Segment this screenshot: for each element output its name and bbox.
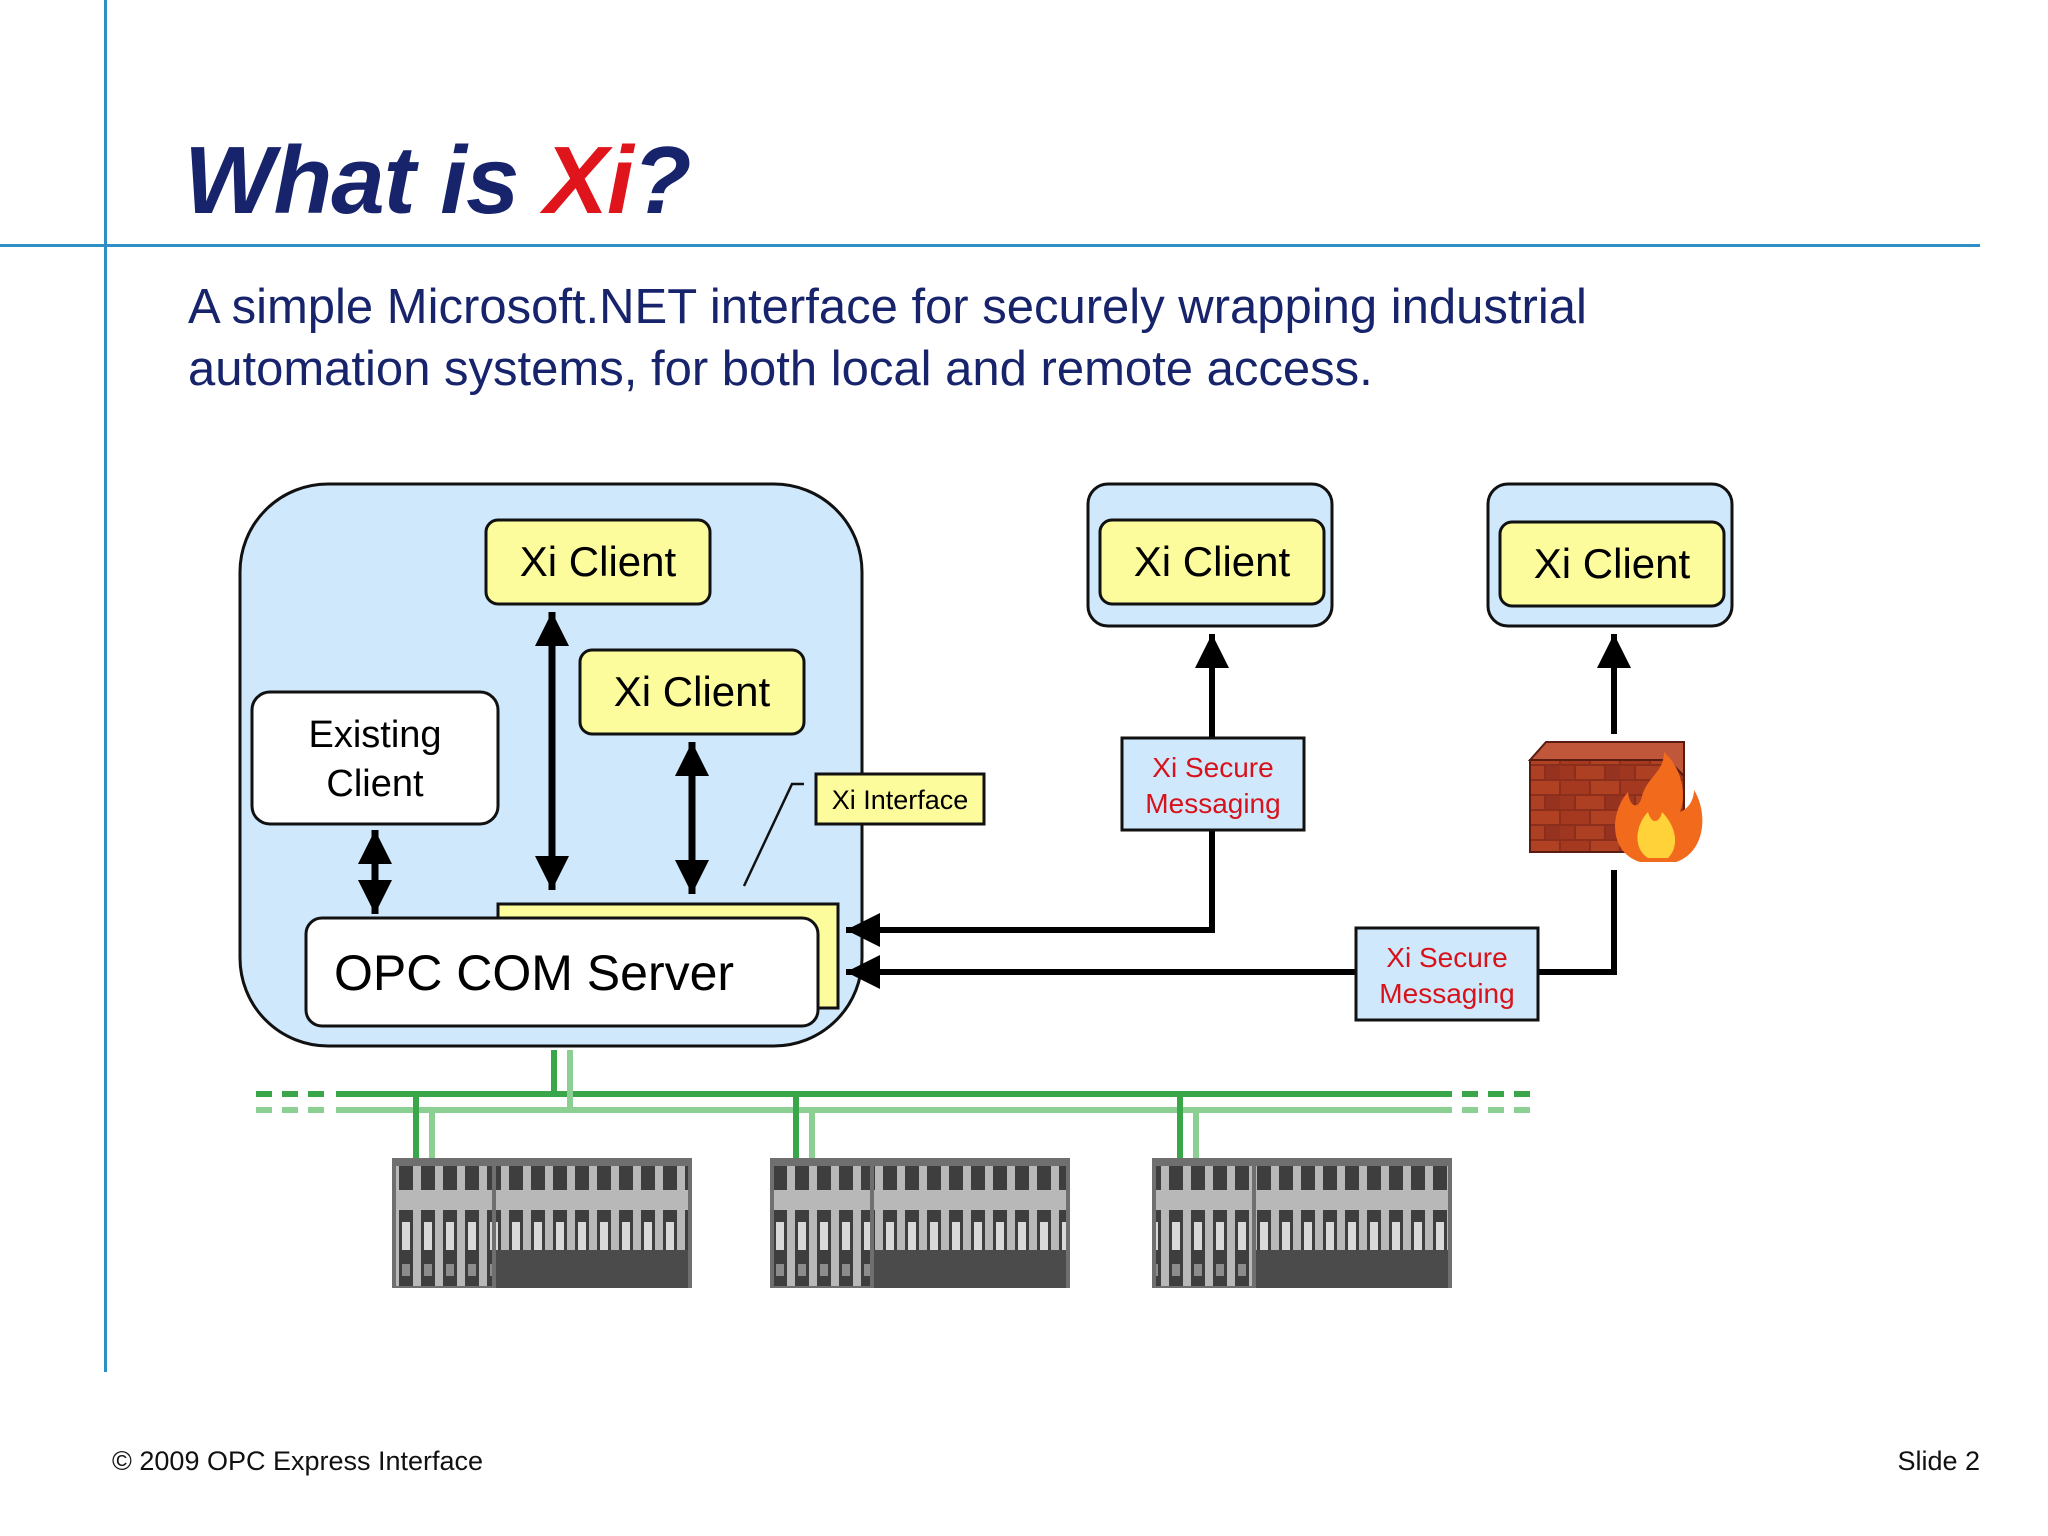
secure-messaging-line-2: Messaging <box>1379 978 1514 1009</box>
controller-rack-icon <box>392 1158 692 1288</box>
xi-client-local-1: Xi Client <box>484 518 712 606</box>
existing-client-box: Existing Client <box>250 690 500 826</box>
footer-copyright: © 2009 OPC Express Interface <box>112 1446 484 1476</box>
controller-rack-icon <box>770 1158 1070 1288</box>
xi-client-local-2: Xi Client <box>578 648 806 736</box>
xi-client-label: Xi Client <box>1134 538 1291 585</box>
subtitle-line-1: A simple Microsoft.NET interface for sec… <box>188 280 1587 334</box>
title-suffix: ? <box>632 127 692 234</box>
vertical-rule <box>104 0 107 1372</box>
secure-messaging-line-2: Messaging <box>1145 788 1280 819</box>
xi-client-label: Xi Client <box>614 668 771 715</box>
arrow-remote1-to-server <box>846 826 1215 947</box>
subtitle-line-2: automation systems, for both local and r… <box>188 342 1373 396</box>
slide-title: What is Xi? <box>184 127 692 234</box>
control-network <box>256 1050 1534 1160</box>
title-highlight: Xi <box>544 127 634 234</box>
xi-secure-messaging-2: Xi Secure Messaging <box>1354 926 1540 1022</box>
xi-interface-label: Xi Interface <box>832 785 969 815</box>
opc-com-server: OPC COM Server <box>304 902 840 1028</box>
slide-subtitle: A simple Microsoft.NET interface for sec… <box>188 276 1908 400</box>
firewall-icon <box>1527 741 1703 862</box>
xi-interface-callout: Xi Interface <box>742 772 986 887</box>
footer-slide-number: Slide 2 <box>1897 1446 1980 1476</box>
xi-client-remote-1: Xi Client <box>1098 518 1326 606</box>
xi-client-label: Xi Client <box>520 538 677 585</box>
controller-rack-icon <box>1152 1158 1452 1288</box>
existing-client-line-1: Existing <box>308 714 441 756</box>
existing-client-line-2: Client <box>326 763 424 805</box>
secure-messaging-line-1: Xi Secure <box>1152 752 1273 783</box>
horizontal-rule <box>0 244 1980 247</box>
title-prefix: What is <box>184 127 545 234</box>
xi-client-remote-2: Xi Client <box>1498 520 1726 608</box>
line-firewall-to-messaging <box>1538 870 1617 975</box>
opc-server-label: OPC COM Server <box>334 945 734 1001</box>
secure-messaging-line-1: Xi Secure <box>1386 942 1507 973</box>
xi-secure-messaging-1: Xi Secure Messaging <box>1120 736 1306 832</box>
xi-client-label: Xi Client <box>1534 540 1691 587</box>
